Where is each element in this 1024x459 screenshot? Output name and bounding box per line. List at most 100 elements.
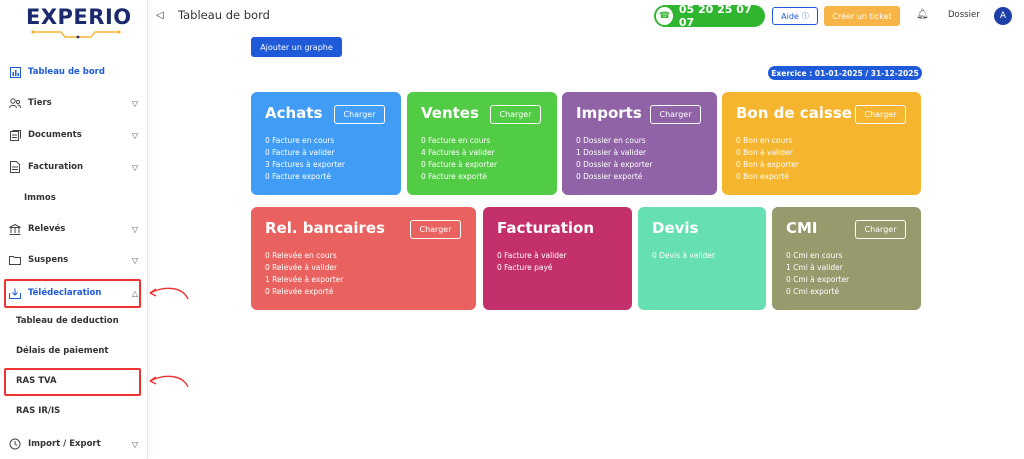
- card-stat-line[interactable]: 0 Facture en cours: [265, 136, 335, 145]
- download-icon: [8, 286, 22, 300]
- experio-logo[interactable]: EXPERIO: [26, 5, 132, 40]
- charger-button[interactable]: Charger: [410, 220, 461, 239]
- card-stat-line[interactable]: 0 Cmi exporté: [786, 287, 840, 296]
- card-stat-line[interactable]: 0 Facture payé: [497, 263, 553, 272]
- aide-label: Aide: [781, 11, 799, 21]
- sidebar-item-label: Documents: [28, 130, 82, 140]
- sidebar-item-label: Import / Export: [28, 439, 101, 449]
- aide-button[interactable]: Aide ⓘ: [772, 7, 818, 25]
- sidebar-item-label: Tableau de bord: [28, 67, 105, 77]
- avatar[interactable]: A: [994, 7, 1012, 25]
- invoice-icon: [8, 160, 22, 174]
- sidebar-item-label: Télédeclaration: [28, 288, 102, 298]
- card-stat-line[interactable]: 0 Facture à valider: [265, 148, 335, 157]
- card-ventes[interactable]: Ventes Charger 0 Facture en cours 4 Facture…: [407, 92, 557, 195]
- bank-icon: [8, 222, 22, 236]
- help-icon: ⓘ: [801, 12, 809, 20]
- card-stat-line[interactable]: 0 Facture à exporter: [421, 160, 498, 169]
- sidebar-item-ras-ir-is[interactable]: RAS IR/IS: [0, 399, 148, 423]
- sidebar-item-delais-de-paiement[interactable]: Délais de paiement: [0, 339, 148, 363]
- card-stat-line[interactable]: 0 Facture exporté: [265, 172, 332, 181]
- chart-icon: [8, 65, 22, 79]
- card-title: Achats: [265, 104, 323, 122]
- charger-button[interactable]: Charger: [650, 105, 701, 124]
- card-stat-line[interactable]: 0 Dossier à exporter: [576, 160, 653, 169]
- sidebar-item-suspens[interactable]: Suspens ▽: [0, 248, 148, 272]
- card-title: Rel. bancaires: [265, 219, 385, 237]
- charger-button[interactable]: Charger: [855, 105, 906, 124]
- logo-text: EXPERIO: [26, 5, 132, 29]
- chevron-down-icon: ▽: [131, 224, 139, 234]
- history-icon: [8, 437, 22, 451]
- sidebar: EXPERIO Tableau de bord Tiers ▽ Document…: [0, 0, 148, 459]
- card-stat-line[interactable]: 0 Relevée en cours: [265, 251, 337, 260]
- sidebar-item-label: Relevés: [28, 224, 66, 234]
- card-stat-line[interactable]: 0 Facture en cours: [421, 136, 491, 145]
- card-stat-line[interactable]: 3 Factures à exporter: [265, 160, 345, 169]
- card-stats: 0 Facture à valider 0 Facture payé: [497, 250, 567, 274]
- card-title: Ventes: [421, 104, 479, 122]
- card-stat-line[interactable]: 0 Bon à valider: [736, 148, 793, 157]
- sidebar-item-tiers[interactable]: Tiers ▽: [0, 91, 148, 115]
- sidebar-item-facturation[interactable]: Facturation ▽: [0, 155, 148, 179]
- card-stat-line[interactable]: 0 Dossier en cours: [576, 136, 646, 145]
- documents-icon: [8, 128, 22, 142]
- sidebar-item-teledeclaration[interactable]: Télédeclaration △: [0, 281, 148, 305]
- sidebar-item-label: Tiers: [28, 98, 52, 108]
- card-stat-line[interactable]: 0 Devis à valider: [652, 251, 715, 260]
- phone-badge[interactable]: ☎ 05 20 25 07 07: [654, 3, 765, 29]
- highlight-box-ras-tva: [4, 368, 141, 396]
- card-stat-line[interactable]: 0 Bon en cours: [736, 136, 793, 145]
- dossier-link[interactable]: Dossier: [948, 10, 980, 20]
- collapse-sidebar-icon[interactable]: ◁: [156, 10, 164, 21]
- chevron-down-icon: ▽: [131, 130, 139, 140]
- sidebar-item-import-export[interactable]: Import / Export ▽: [0, 432, 148, 456]
- annotation-arrow-icon: [149, 375, 189, 388]
- card-devis[interactable]: Devis 0 Devis à valider: [638, 207, 766, 310]
- card-stat-line[interactable]: 4 Factures à valider: [421, 148, 495, 157]
- card-stat-line[interactable]: 0 Relevée exporté: [265, 287, 334, 296]
- sidebar-item-tableau-de-deduction[interactable]: Tableau de deduction: [0, 309, 148, 333]
- sidebar-item-immos[interactable]: Immos: [0, 186, 148, 210]
- card-stats: 0 Devis à valider: [652, 250, 715, 262]
- card-stat-line[interactable]: 1 Relevée à exporter: [265, 275, 344, 284]
- card-stats: 0 Dossier en cours 1 Dossier à valider 0 D…: [576, 135, 652, 183]
- sidebar-item-label: Facturation: [28, 162, 83, 172]
- sidebar-item-documents[interactable]: Documents ▽: [0, 123, 148, 147]
- chevron-up-icon: △: [131, 288, 139, 298]
- sidebar-item-label: RAS IR/IS: [16, 406, 61, 416]
- bell-icon[interactable]: 🔔︎: [916, 9, 929, 20]
- card-stat-line[interactable]: 0 Relevée à valider: [265, 263, 338, 272]
- card-stat-line[interactable]: 1 Cmi à valider: [786, 263, 843, 272]
- card-stat-line[interactable]: 0 Cmi à exporter: [786, 275, 850, 284]
- card-stats: 0 Bon en cours 0 Bon à valider 0 Bon à exp…: [736, 135, 799, 183]
- sidebar-item-label: Suspens: [28, 255, 69, 265]
- card-stat-line[interactable]: 1 Dossier à valider: [576, 148, 647, 157]
- charger-button[interactable]: Charger: [334, 105, 385, 124]
- card-stats: 0 Cmi en cours 1 Cmi à valider 0 Cmi à exp…: [786, 250, 849, 298]
- card-stat-line[interactable]: 0 Bon à exporter: [736, 160, 799, 169]
- highlight-box-teledeclaration: [4, 279, 141, 308]
- sidebar-item-releves[interactable]: Relevés ▽: [0, 217, 148, 241]
- card-title: Devis: [652, 219, 699, 237]
- card-achats[interactable]: Achats Charger 0 Facture en cours 0 Facture…: [251, 92, 401, 195]
- card-stat-line[interactable]: 0 Dossier exporté: [576, 172, 643, 181]
- create-ticket-button[interactable]: Créer un ticket: [824, 6, 900, 26]
- charger-button[interactable]: Charger: [855, 220, 906, 239]
- card-stat-line[interactable]: 0 Facture à valider: [497, 251, 567, 260]
- card-rel-bancaires[interactable]: Rel. bancaires Charger 0 Relevée en cours 0…: [251, 207, 476, 310]
- exercice-badge[interactable]: Exercice : 01-01-2025 / 31-12-2025: [768, 66, 922, 80]
- charger-button[interactable]: Charger: [490, 105, 541, 124]
- sidebar-item-ras-tva[interactable]: RAS TVA: [0, 369, 148, 393]
- annotation-arrow-icon: [149, 287, 189, 300]
- chevron-down-icon: ▽: [131, 98, 139, 108]
- add-graph-button[interactable]: Ajouter un graphe: [251, 37, 342, 57]
- sidebar-item-tableau-de-bord[interactable]: Tableau de bord: [0, 60, 148, 84]
- card-stat-line[interactable]: 0 Bon exporté: [736, 172, 789, 181]
- card-stat-line[interactable]: 0 Facture exporté: [421, 172, 488, 181]
- card-stat-line[interactable]: 0 Cmi en cours: [786, 251, 843, 260]
